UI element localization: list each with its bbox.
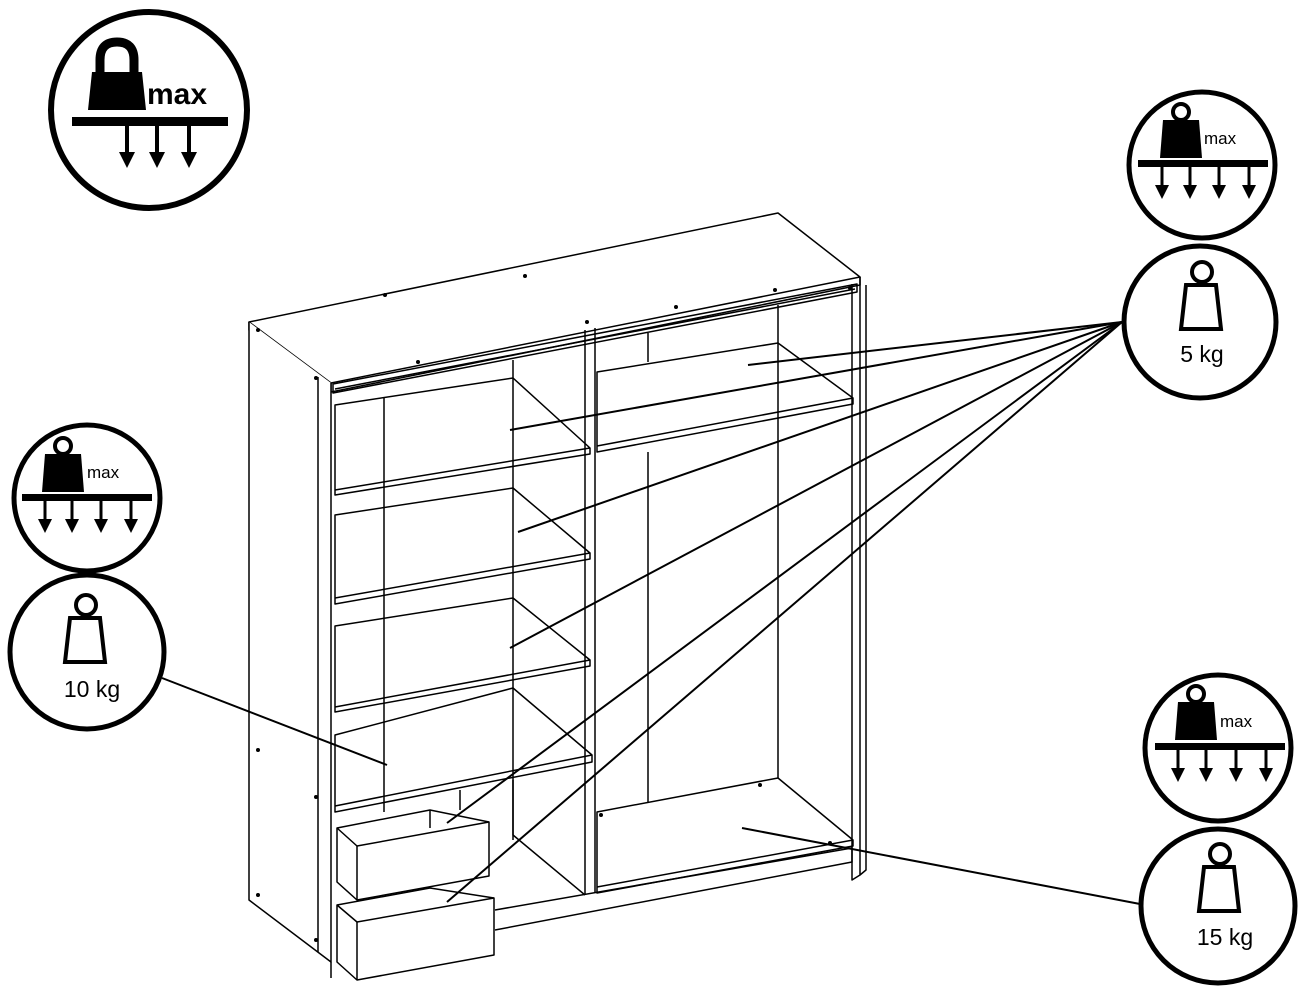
callout-5kg-weight-label: 5 kg — [1180, 341, 1223, 367]
shelf-bar — [1138, 160, 1268, 167]
legend-max-load-icon: max — [48, 9, 250, 211]
legend-shelf-bar — [72, 117, 228, 126]
shelf-bar — [1155, 743, 1285, 750]
wardrobe-drawing — [248, 212, 867, 981]
callout-10kg-max-label: max — [87, 463, 120, 482]
callout-15kg: max 15 kg — [1138, 672, 1298, 986]
small-weight-icon — [1175, 684, 1217, 740]
legend-max-label: max — [147, 78, 207, 111]
small-weight-icon — [1160, 102, 1202, 158]
callout-5kg: max 5 kg — [1121, 89, 1279, 401]
callout-15kg-weight-label: 15 kg — [1197, 924, 1253, 950]
leader-lines — [161, 321, 1141, 905]
weight-outline-icon — [1196, 842, 1242, 913]
callout-10kg: max 10 kg — [7, 422, 167, 732]
callout-10kg-weight-label: 10 kg — [64, 676, 120, 702]
weight-outline-icon — [62, 593, 108, 664]
padlock-weight-icon — [88, 37, 146, 110]
weight-outline-icon — [1178, 260, 1224, 331]
callout-15kg-max-label: max — [1220, 712, 1253, 731]
shelf-bar — [22, 494, 152, 501]
callout-5kg-max-label: max — [1204, 129, 1237, 148]
small-weight-icon — [42, 436, 84, 492]
